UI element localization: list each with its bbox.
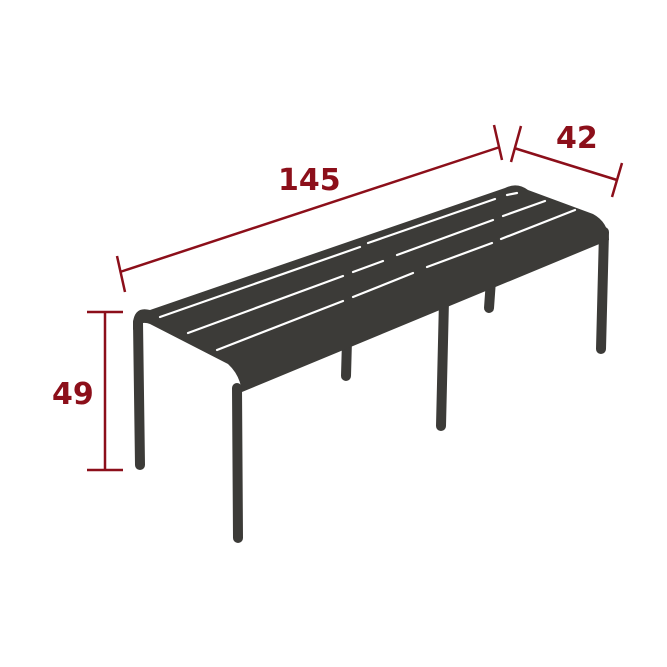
depth-dimension-line (509, 125, 624, 198)
seat-slat-gaps (158, 191, 577, 352)
dimension-lines (87, 124, 624, 472)
height-dimension-line (87, 310, 123, 472)
depth-label: 42 (556, 121, 598, 156)
length-label: 145 (278, 163, 341, 198)
leg-front-left (232, 383, 243, 543)
leg-front-middle (436, 295, 449, 431)
leg-back-left (133, 317, 145, 470)
length-dimension-line (115, 124, 504, 293)
leg-front-right (596, 227, 609, 354)
height-label: 49 (52, 377, 94, 412)
